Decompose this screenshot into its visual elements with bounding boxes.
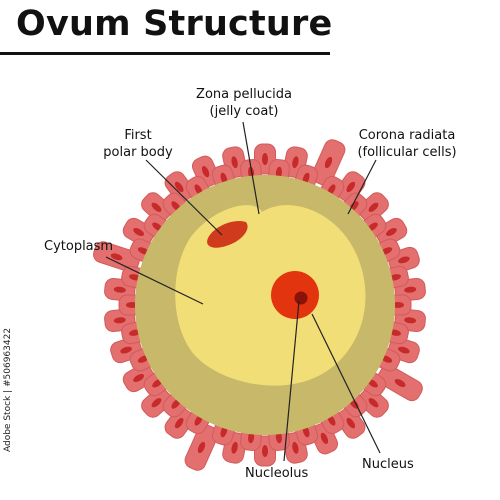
follicular-cell-nucleus (231, 156, 238, 169)
follicular-cell (311, 139, 346, 186)
title-underline (0, 52, 330, 55)
nucleus-label: Nucleus (362, 457, 414, 472)
nucleus (271, 271, 319, 319)
follicular-cell-nucleus (231, 441, 238, 454)
cytoplasm (175, 205, 366, 386)
follicular-cell-nucleus (404, 286, 417, 293)
zona-label-line1: Zona pellucida (196, 87, 292, 102)
page-title: Ovum Structure (16, 4, 333, 44)
polar-label-line2: polar body (103, 145, 173, 160)
corona-label-line2: (follicular cells) (357, 145, 457, 160)
follicular-cell-nucleus (394, 379, 406, 387)
cytoplasm-label: Cytoplasm (44, 239, 114, 254)
cytoplasm-leader-line (105, 256, 204, 305)
zona-pellucida-label: Zona pellucida (jelly coat) (184, 86, 304, 120)
corona-radiata-label: Corona radiata (follicular cells) (342, 127, 472, 161)
follicular-cell-nucleus (120, 346, 132, 354)
follicular-cell-nucleus (262, 153, 268, 165)
follicular-cell (377, 364, 423, 402)
corona-label-line1: Corona radiata (358, 128, 456, 143)
follicular-cell-nucleus (346, 181, 356, 193)
follicular-cell-nucleus (404, 317, 417, 324)
zona-leader-line (242, 121, 260, 215)
nucleus-leader-line (311, 313, 381, 454)
follicular-cell-nucleus (320, 432, 329, 445)
follicular-cell-nucleus (126, 302, 138, 308)
follicular-cell-nucleus (151, 398, 162, 408)
follicular-cell-nucleus (346, 417, 356, 429)
follicular-cell-nucleus (398, 256, 410, 264)
follicular-cell-nucleus (385, 228, 397, 236)
follicular-cell-nucleus (197, 441, 206, 454)
follicular-cell-nucleus (110, 253, 123, 261)
follicular-cell-nucleus (324, 156, 333, 169)
follicular-cell-nucleus (133, 374, 145, 382)
follicular-cell-nucleus (398, 346, 410, 354)
nucleolus (294, 291, 308, 305)
follicular-cell-nucleus (201, 165, 210, 178)
follicular-cell-nucleus (392, 302, 404, 308)
follicular-cell (184, 424, 219, 471)
follicular-cell-nucleus (292, 441, 299, 454)
polar-body-leader-line (145, 159, 223, 236)
follicular-cell (93, 241, 141, 273)
follicular-cell-nucleus (368, 398, 379, 408)
nucleolus-leader-line (283, 300, 300, 462)
leader-lines (105, 121, 381, 462)
follicular-cell-nucleus (174, 417, 184, 429)
follicular-cell-nucleus (262, 445, 268, 457)
first-polar-body (207, 220, 248, 248)
follicular-cell-nucleus (174, 181, 184, 193)
follicular-cell-nucleus (113, 317, 126, 324)
corona-leader-line (347, 159, 377, 215)
nucleolus-label: Nucleolus (245, 466, 309, 481)
zona-label-line2: (jelly coat) (209, 104, 279, 119)
follicular-cell-nucleus (133, 228, 145, 236)
follicular-cell-nucleus (368, 202, 379, 212)
follicular-cell-nucleus (113, 286, 126, 293)
polar-body-label: First polar body (88, 127, 188, 161)
stock-watermark: Adobe Stock | #506963422 (3, 327, 13, 452)
polar-label-line1: First (124, 128, 152, 143)
follicular-cell-nucleus (292, 156, 299, 169)
follicular-cell-nucleus (151, 202, 162, 212)
